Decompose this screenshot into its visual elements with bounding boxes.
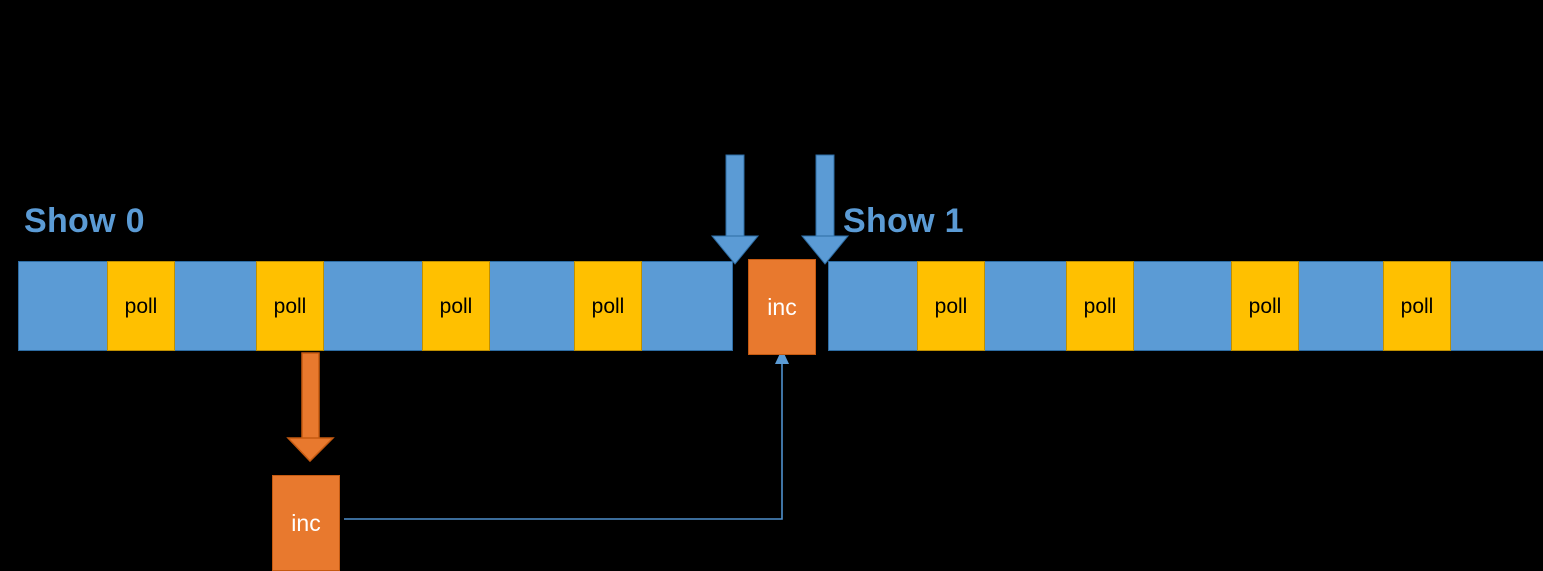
poll-segment[interactable]: poll <box>917 261 985 351</box>
timeline-label-show-0: Show 0 <box>24 202 145 240</box>
defer-down-arrow <box>286 352 335 463</box>
poll-segment[interactable]: poll <box>256 261 324 351</box>
poll-segment[interactable]: poll <box>107 261 175 351</box>
frame-tick-arrow-2 <box>800 154 850 265</box>
poll-segment[interactable]: poll <box>1231 261 1299 351</box>
timeline-show-0: poll poll poll poll <box>18 261 733 351</box>
poll-segment[interactable]: poll <box>1066 261 1134 351</box>
poll-segment[interactable]: poll <box>422 261 490 351</box>
timeline-show-1: poll poll poll poll <box>828 261 1543 351</box>
timeline-label-show-1: Show 1 <box>843 202 964 240</box>
inc-box-timeline[interactable]: inc <box>748 259 816 355</box>
frame-tick-arrow-1 <box>710 154 760 265</box>
poll-segment[interactable]: poll <box>574 261 642 351</box>
poll-segment[interactable]: poll <box>1383 261 1451 351</box>
inc-box-deferred[interactable]: inc <box>272 475 340 571</box>
deferred-inc-connector <box>344 349 789 520</box>
